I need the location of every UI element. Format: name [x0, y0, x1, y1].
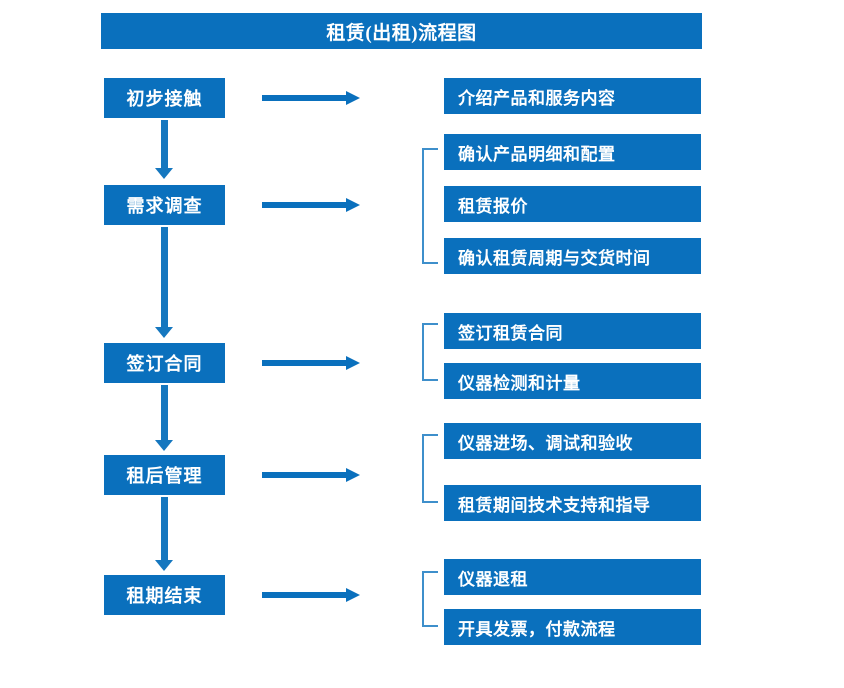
bracket-icon-lease-end [422, 571, 438, 627]
vertical-arrow-icon-1 [155, 120, 173, 180]
stage-box-lease-end[interactable]: 租期结束 [104, 575, 225, 615]
horizontal-arrow-icon-1 [262, 89, 362, 107]
bracket-icon-post-rental [422, 434, 438, 503]
horizontal-arrow-icon-5 [262, 586, 362, 604]
detail-box-confirm-product-details[interactable]: 确认产品明细和配置 [444, 134, 701, 170]
horizontal-arrow-icon-2 [262, 196, 362, 214]
detail-box-sign-lease-contract[interactable]: 签订租赁合同 [444, 313, 701, 349]
bracket-icon-requirement-survey [422, 148, 438, 264]
bracket-icon-sign-contract [422, 323, 438, 381]
stage-box-post-rental-management[interactable]: 租后管理 [104, 455, 225, 495]
detail-box-rental-quotation[interactable]: 租赁报价 [444, 186, 701, 222]
detail-box-instrument-return[interactable]: 仪器退租 [444, 559, 701, 595]
vertical-arrow-icon-2 [155, 227, 173, 341]
detail-box-instrument-inspection[interactable]: 仪器检测和计量 [444, 363, 701, 399]
horizontal-arrow-icon-3 [262, 354, 362, 372]
detail-box-invoice-payment[interactable]: 开具发票，付款流程 [444, 609, 701, 645]
detail-box-introduce-products[interactable]: 介绍产品和服务内容 [444, 78, 701, 114]
stage-box-requirement-survey[interactable]: 需求调查 [104, 185, 225, 225]
stage-box-sign-contract[interactable]: 签订合同 [104, 343, 225, 383]
detail-box-technical-support[interactable]: 租赁期间技术支持和指导 [444, 485, 701, 521]
stage-box-initial-contact[interactable]: 初步接触 [104, 78, 225, 118]
flowchart-title: 租赁(出租)流程图 [101, 13, 702, 49]
detail-box-instrument-delivery[interactable]: 仪器进场、调试和验收 [444, 423, 701, 459]
vertical-arrow-icon-3 [155, 385, 173, 453]
horizontal-arrow-icon-4 [262, 466, 362, 484]
vertical-arrow-icon-4 [155, 497, 173, 573]
detail-box-confirm-lease-period[interactable]: 确认租赁周期与交货时间 [444, 238, 701, 274]
